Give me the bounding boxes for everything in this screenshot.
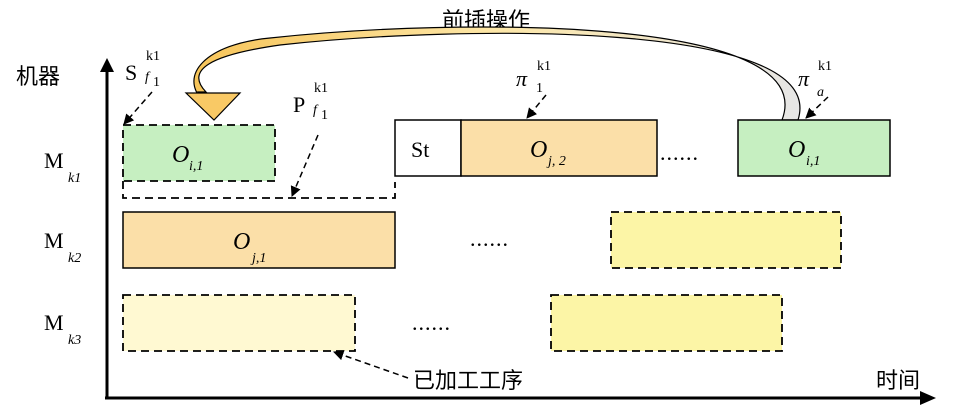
processed-ops-arrow [333, 350, 409, 379]
machine-label-k3: M k3 [44, 310, 81, 348]
svg-text:π: π [798, 66, 810, 91]
insertion-arrow [193, 26, 801, 121]
x-axis-label: 时间 [876, 369, 920, 394]
op-oi1-left [122, 124, 276, 182]
marker-p-arrow [290, 134, 319, 197]
svg-text:a: a [817, 85, 824, 100]
svg-text:1: 1 [536, 81, 543, 96]
svg-text:O: O [172, 142, 189, 168]
svg-text:j, 2: j, 2 [546, 154, 566, 169]
ellipsis-row3: ...... [412, 310, 451, 335]
op-oi1-left-label: O i,1 [172, 142, 203, 174]
op-oj1 [122, 211, 396, 269]
svg-text:k1: k1 [68, 171, 81, 186]
svg-text:O: O [788, 137, 805, 163]
svg-text:k2: k2 [68, 251, 81, 266]
op-oj2-label: O j, 2 [530, 137, 566, 169]
svg-text:k3: k3 [68, 333, 81, 348]
svg-text:f: f [145, 70, 151, 85]
svg-text:k1: k1 [818, 59, 832, 74]
op-oj2 [460, 119, 658, 177]
insertion-arrowhead [184, 92, 242, 121]
marker-p: P k1 f 1 [293, 81, 328, 123]
op-oi1-right [737, 119, 891, 177]
marker-pi1-arrow [526, 94, 547, 119]
setup-box [394, 119, 462, 177]
op-oj1-label: O j,1 [233, 229, 266, 266]
svg-text:S: S [125, 60, 137, 85]
idle-gap-outline [122, 181, 396, 199]
machine-label-k1: M k1 [44, 148, 81, 186]
svg-text:M: M [44, 310, 64, 335]
setup-label: St [411, 137, 429, 162]
svg-text:k1: k1 [146, 49, 160, 64]
svg-text:1: 1 [153, 75, 160, 90]
machine-label-k2: M k2 [44, 228, 81, 266]
processed-op-row3-left [122, 294, 356, 352]
svg-text:π: π [516, 66, 528, 91]
marker-s: S k1 f 1 [125, 49, 160, 90]
svg-text:k1: k1 [314, 81, 328, 96]
y-axis-label: 机器 [16, 65, 60, 90]
marker-pia-arrow [805, 96, 829, 119]
marker-pi1: π k1 1 [516, 59, 551, 96]
y-axis-arrowhead [100, 58, 114, 72]
svg-text:f: f [313, 103, 319, 118]
svg-text:O: O [233, 229, 250, 255]
svg-text:1: 1 [321, 108, 328, 123]
svg-text:M: M [44, 148, 64, 173]
svg-text:i,1: i,1 [189, 159, 203, 174]
svg-text:M: M [44, 228, 64, 253]
ellipsis-row1: ...... [660, 140, 699, 165]
svg-text:j,1: j,1 [250, 251, 266, 266]
svg-text:k1: k1 [537, 59, 551, 74]
marker-s-arrow [123, 91, 153, 125]
ellipsis-row2: ...... [470, 226, 509, 251]
processed-ops-label: 已加工工序 [413, 369, 523, 394]
marker-pia: π k1 a [798, 59, 832, 100]
op-oi1-right-label: O i,1 [788, 137, 820, 169]
processed-op-row2 [610, 211, 842, 269]
x-axis-arrowhead [920, 391, 936, 405]
processed-op-row3-right [550, 294, 783, 352]
svg-text:P: P [293, 92, 305, 117]
svg-text:O: O [530, 137, 547, 163]
svg-text:i,1: i,1 [806, 154, 820, 169]
